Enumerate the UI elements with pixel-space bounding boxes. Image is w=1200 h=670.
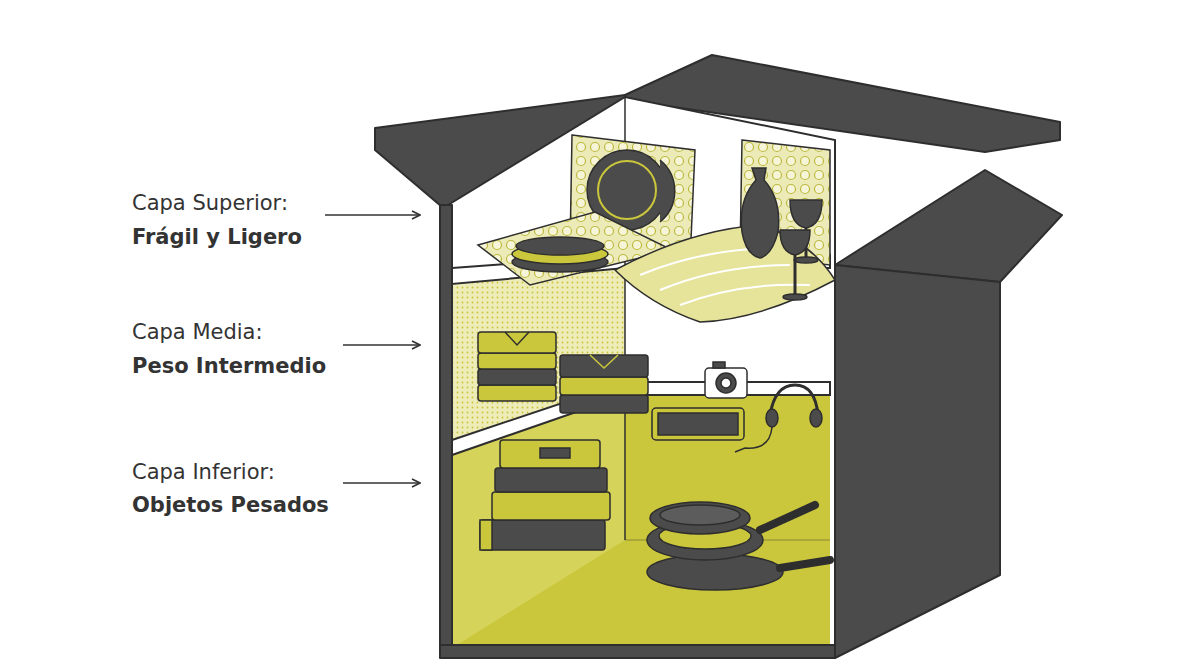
layer-name: Capa Superior: bbox=[132, 190, 288, 216]
leader-arrows bbox=[325, 215, 420, 483]
heavy-items bbox=[480, 440, 830, 590]
medium-items bbox=[478, 332, 822, 452]
layer-title: Peso Intermedio bbox=[132, 353, 326, 379]
layer-name: Capa Media: bbox=[132, 319, 263, 345]
layer-title: Objetos Pesados bbox=[132, 492, 329, 518]
fragile-items bbox=[478, 135, 835, 322]
box-walls bbox=[440, 205, 1000, 658]
layer-title: Frágil y Ligero bbox=[132, 224, 302, 250]
layer-name: Capa Inferior: bbox=[132, 459, 275, 485]
